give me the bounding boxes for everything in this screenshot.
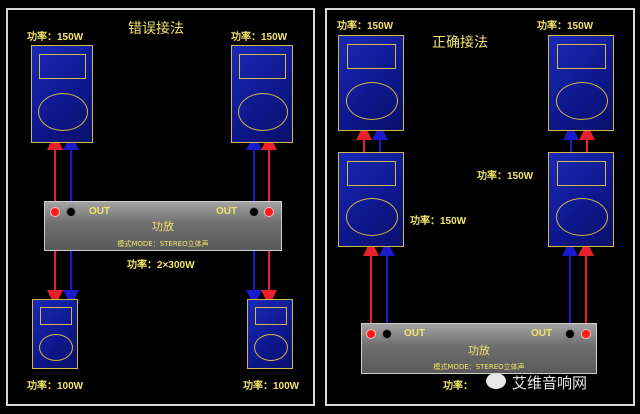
out-label: OUT: [89, 206, 111, 217]
out-label: OUT: [216, 206, 238, 217]
watermark: 艾维音响网: [512, 374, 588, 392]
positive-terminal: [366, 329, 376, 339]
speaker-middle-left: [338, 152, 404, 247]
speaker-cone: [346, 82, 398, 120]
wrong-wiring-title: 错误接法: [128, 21, 184, 37]
speaker-top-left: [338, 35, 404, 131]
wrong-wiring-panel: [6, 8, 315, 406]
speaker-middle-right: [548, 152, 614, 247]
speaker-panel: [239, 54, 286, 79]
correct-wiring-title: 正确接法: [432, 35, 488, 51]
amplifier-name: 功放: [152, 220, 174, 233]
speaker-top-right: [548, 35, 614, 131]
wechat-icon: [486, 373, 506, 389]
amplifier-mode: 模式MODE：STEREO立体声: [117, 240, 209, 248]
speaker-cone: [38, 93, 88, 131]
positive-terminal: [264, 207, 274, 217]
amplifier-power-label: 功率：: [443, 381, 473, 392]
speaker-cone: [556, 82, 608, 120]
positive-terminal: [50, 207, 60, 217]
negative-terminal: [565, 329, 575, 339]
speaker-top-right: [231, 45, 293, 143]
amplifier: 功放 模式MODE：STEREO立体声: [44, 201, 282, 251]
speaker-power-label: 功率：150W: [231, 32, 288, 43]
speaker-cone: [556, 198, 608, 236]
speaker-power-label: 功率：150W: [477, 171, 534, 182]
speaker-power-label: 功率：150W: [27, 32, 84, 43]
speaker-panel: [557, 44, 606, 69]
speaker-panel: [255, 307, 287, 325]
amplifier: 功放 模式MODE：STEREO立体声: [361, 323, 597, 374]
amplifier-mode: 模式MODE：STEREO立体声: [433, 363, 525, 371]
speaker-top-left: [31, 45, 93, 143]
speaker-power-label: 功率：100W: [243, 381, 300, 392]
speaker-cone: [346, 198, 398, 236]
speaker-power-label: 功率：150W: [537, 21, 594, 32]
speaker-cone: [39, 334, 73, 361]
speaker-power-label: 功率：100W: [27, 381, 84, 392]
amplifier-name: 功放: [468, 344, 490, 357]
negative-terminal: [382, 329, 392, 339]
speaker-panel: [347, 161, 396, 186]
speaker-cone: [238, 93, 288, 131]
speaker-power-label: 功率：150W: [337, 21, 394, 32]
correct-wiring-panel: [325, 8, 635, 406]
speaker-bottom-left: [32, 299, 78, 369]
speaker-bottom-right: [247, 299, 293, 369]
speaker-panel: [40, 307, 72, 325]
negative-terminal: [66, 207, 76, 217]
out-label: OUT: [531, 328, 553, 339]
speaker-panel: [347, 44, 396, 69]
positive-terminal: [581, 329, 591, 339]
speaker-panel: [39, 54, 86, 79]
amplifier-power-label: 功率：2×300W: [127, 260, 195, 271]
negative-terminal: [249, 207, 259, 217]
speaker-panel: [557, 161, 606, 186]
out-label: OUT: [404, 328, 426, 339]
speaker-cone: [254, 334, 288, 361]
speaker-power-label: 功率：150W: [410, 216, 467, 227]
